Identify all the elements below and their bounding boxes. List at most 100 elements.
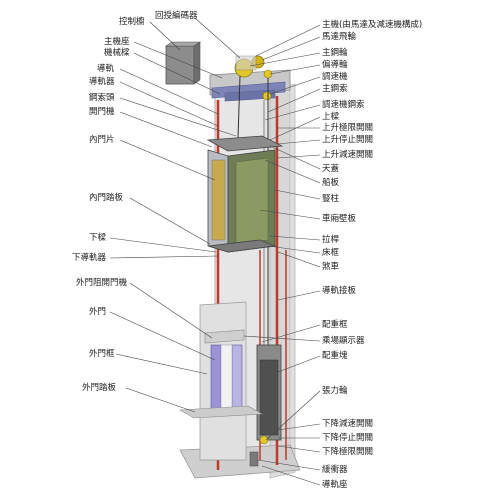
label-guide-rail: 導軌: [97, 64, 115, 74]
label-guide-shoe: 導軌器: [89, 77, 115, 87]
leader-encoder: [194, 17, 241, 59]
label-counterweight-block: 配重塊: [322, 351, 348, 361]
leader-outer-door-frame: [115, 353, 208, 375]
leader-down-slow: [277, 423, 321, 431]
label-rail-base: 導軌座: [322, 480, 348, 490]
leader-main-machine: [255, 24, 321, 57]
leader-top-beam: [269, 116, 321, 141]
car-interior: [211, 159, 226, 241]
leader-inner-sill: [129, 197, 211, 245]
leader-machine-beam: [133, 52, 221, 95]
leader-buffer: [257, 459, 321, 471]
leader-main-sheave: [249, 52, 321, 67]
leader-inner-door: [119, 139, 216, 181]
label-stile: 豎柱: [322, 194, 340, 204]
label-governor-rope: 調速機鋼索: [322, 100, 365, 110]
car-floor-frame: [207, 239, 277, 253]
label-safety-gear: 煞車: [322, 262, 340, 272]
machine-room: [165, 41, 291, 102]
leader-guide-rail: [119, 68, 219, 115]
label-outer-sill: 外門踏板: [82, 383, 117, 393]
label-lower-guide-shoe: 下導軌器: [72, 253, 107, 263]
label-up-final-limit: 上升極限開關: [322, 123, 374, 133]
car-top-frame: [206, 135, 284, 152]
leader-car-floor: [267, 245, 321, 254]
label-counterweight-frame: 配重框: [322, 320, 348, 330]
label-rail-bracket: 導軌接板: [322, 286, 357, 296]
leader-governor: [269, 76, 321, 95]
label-down-slowdown-switch: 下降減速開關: [322, 419, 374, 429]
leader-toe-plate: [264, 159, 321, 184]
leader-guide-shoe: [119, 81, 219, 127]
leader-rope-head: [119, 97, 237, 137]
leader-car-wall: [259, 209, 321, 220]
label-motor-flywheel: 馬達飛輪: [322, 32, 357, 42]
label-toe-plate: 船板: [322, 178, 340, 188]
label-up-slowdown-switch: 上升減速開關: [322, 150, 374, 160]
governor-shape: [262, 91, 272, 101]
leader-bottom-beam: [109, 237, 217, 253]
leader-outer-door: [109, 311, 216, 361]
label-deflector-sheave: 偏導輪: [322, 60, 348, 70]
outer-sill-shape: [178, 405, 264, 419]
leader-rail-base: [261, 465, 321, 486]
leader-ceiling: [269, 145, 321, 170]
elevator-car: [206, 135, 284, 253]
buffer-shape: [249, 451, 259, 467]
label-rope-head: 鋼索頭: [89, 93, 115, 103]
car-side-panel: [235, 157, 269, 245]
leader-lower-shoe: [109, 255, 219, 259]
label-outer-door-closer: 外門阻開門機: [76, 278, 128, 288]
leader-machine-base: [133, 41, 223, 79]
leader-stile: [274, 189, 321, 200]
leader-door-operator: [119, 111, 213, 148]
pit-equipment: [249, 435, 269, 467]
leader-motor-flywheel: [261, 36, 321, 61]
motor-body-shape: [235, 55, 257, 71]
label-bottom-beam: 下樑: [89, 233, 107, 243]
leader-door-closer: [129, 282, 213, 339]
label-encoder: 回授編碼器: [155, 11, 198, 21]
label-outer-door-frame: 外門框: [89, 349, 115, 359]
leader-tension-sheave: [265, 390, 321, 441]
leader-main-rope: [267, 88, 321, 113]
leader-hall-indicator: [243, 335, 321, 342]
control-cabinet-side: [193, 41, 201, 85]
counterweight: [256, 344, 282, 441]
tension-sheave-shape: [259, 435, 269, 445]
label-top-beam: 上樑: [322, 112, 340, 122]
leader-up-slow: [276, 154, 321, 159]
leader-cw-block: [277, 355, 321, 373]
label-down-stop-switch: 下降停止開關: [322, 433, 374, 443]
label-hall-indicator: 乘場顯示器: [322, 336, 365, 346]
label-up-stop-switch: 上升停止開關: [322, 135, 374, 145]
label-control-cabinet: 控制櫥: [119, 17, 145, 27]
label-tie-rod: 拉桿: [322, 235, 340, 245]
label-inner-door-panel: 內門片: [89, 135, 115, 145]
label-governor: 調速機: [322, 72, 348, 82]
leader-down-limit: [277, 445, 321, 453]
label-main-sheave: 主鋼輪: [322, 48, 348, 58]
label-machine-beam: 機械樑: [104, 48, 130, 58]
door-header: [204, 329, 245, 344]
label-tension-sheave: 張力輪: [322, 386, 348, 396]
label-down-final-limit: 下降極限開關: [322, 447, 374, 457]
label-car-ceiling: 天蓋: [322, 164, 340, 174]
label-outer-door: 外門: [89, 307, 107, 317]
label-buffer: 緩衝器: [322, 465, 348, 475]
control-cabinet-shape: [165, 45, 195, 85]
leader-tie-rod: [269, 235, 321, 241]
leader-lines: [109, 17, 321, 486]
main-rope-car: [237, 75, 241, 139]
label-main-rope: 主鋼索: [322, 84, 348, 94]
leader-up-stop: [276, 139, 321, 145]
label-inner-sill: 內門踏板: [89, 193, 124, 203]
label-car-wall: 車廂壁板: [322, 214, 357, 224]
leader-rail-bracket: [277, 290, 321, 301]
landing-door: [178, 301, 264, 461]
leader-governor-rope: [264, 104, 321, 121]
label-main-machine: 主機(由馬達及減速機構成): [322, 20, 423, 30]
